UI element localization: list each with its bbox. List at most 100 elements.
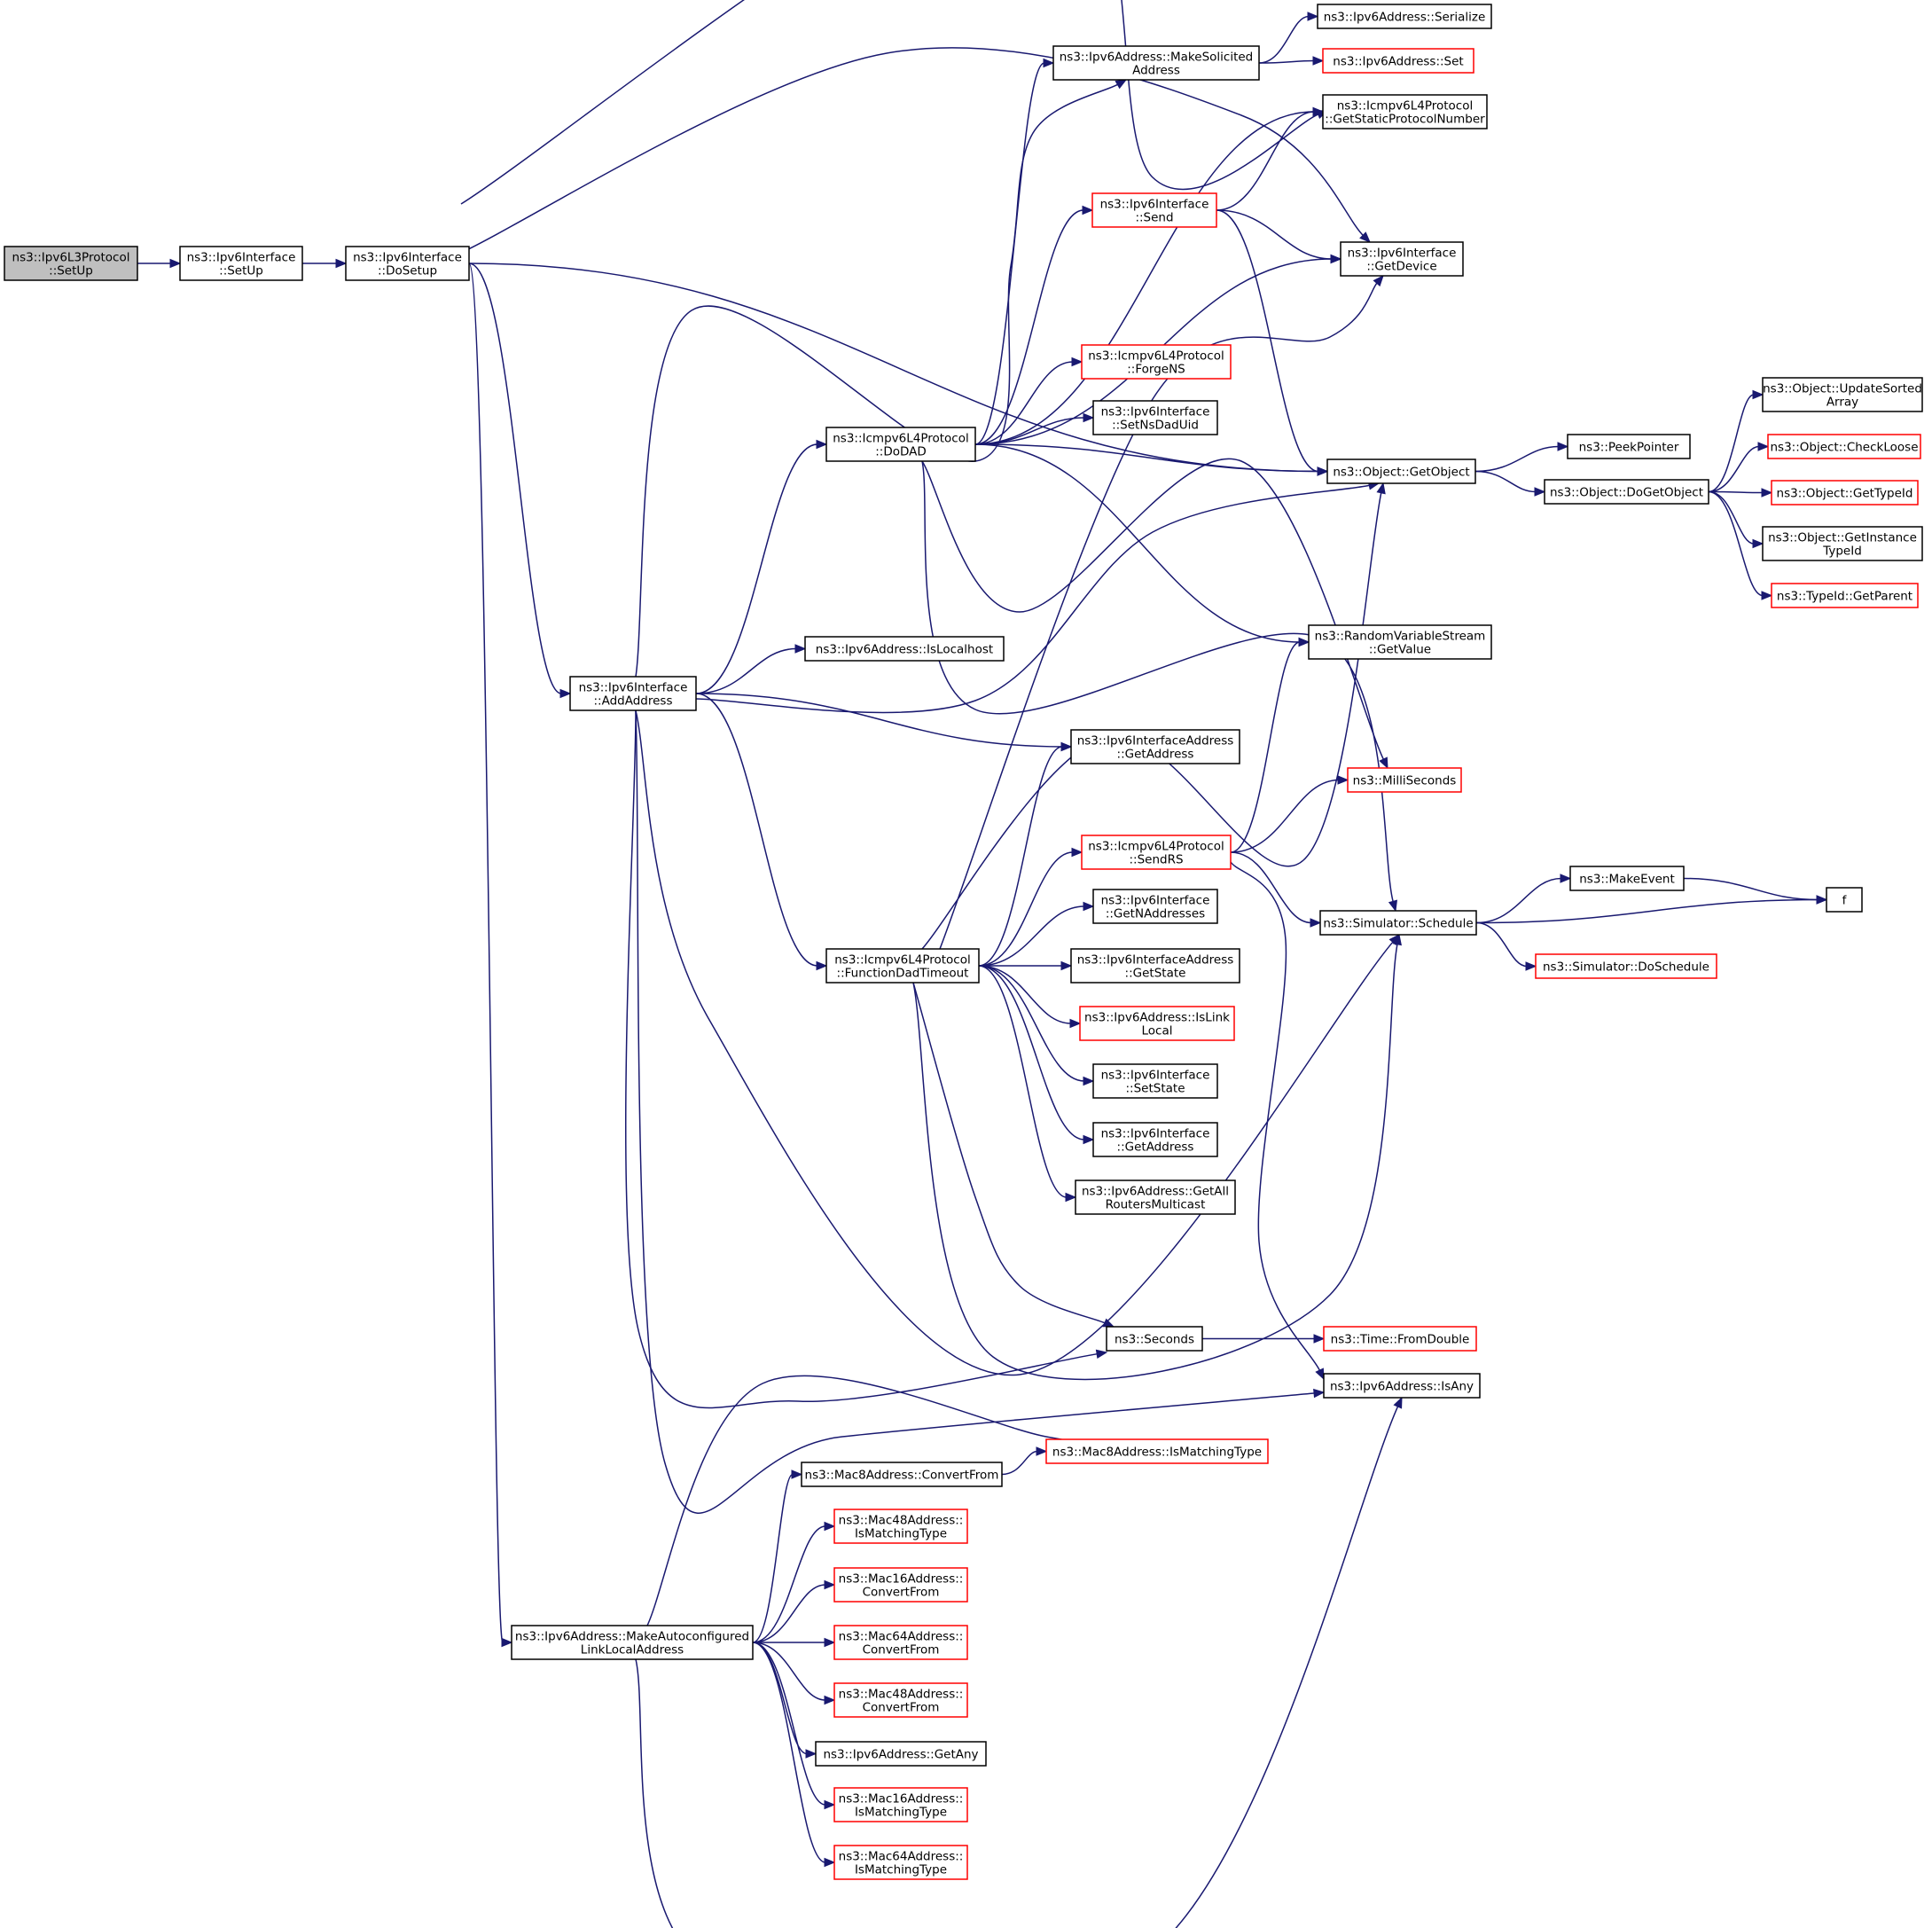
node-mac48matching[interactable]: ns3::Mac48Address::IsMatchingType — [833, 1509, 968, 1544]
edge-dogetobject-to-checkloose — [1708, 442, 1770, 493]
node-seconds[interactable]: ns3::Seconds — [1106, 1326, 1203, 1352]
node-label: ns3::MilliSeconds — [1353, 774, 1457, 788]
edge-line — [1474, 445, 1560, 473]
node-mac16convert[interactable]: ns3::Mac16Address::ConvertFrom — [833, 1567, 968, 1603]
node-box — [833, 1845, 968, 1880]
node-box — [1308, 624, 1492, 660]
node-label: ns3::Object::GetInstance — [1768, 531, 1917, 545]
node-isany[interactable]: ns3::Ipv6Address::IsAny — [1323, 1373, 1481, 1399]
node-label: ns3::Ipv6Interface — [187, 251, 296, 265]
arrowhead — [1534, 487, 1546, 497]
node-box — [1326, 458, 1476, 484]
arrowhead — [824, 1637, 836, 1648]
node-mac64convert[interactable]: ns3::Mac64Address::ConvertFrom — [833, 1625, 968, 1660]
edge-dosetup-to-getdevice — [460, 47, 1371, 254]
node-label: ns3::Ipv6L3Protocol — [12, 251, 130, 265]
edge-schedule-to-makeevent — [1475, 874, 1572, 924]
node-setstate[interactable]: ns3::Ipv6Interface::SetState — [1092, 1063, 1218, 1099]
node-forgens[interactable]: ns3::Icmpv6L4Protocol::ForgeNS — [1081, 344, 1232, 380]
node-ifsend[interactable]: ns3::Ipv6Interface::Send — [1091, 192, 1217, 228]
node-dosetup[interactable]: ns3::Ipv6Interface::DoSetup — [345, 246, 470, 281]
edge-line — [1474, 470, 1537, 493]
edge-fdadtimeout-to-ifgetaddress — [978, 965, 1095, 1145]
node-getany[interactable]: ns3::Ipv6Address::GetAny — [815, 1741, 987, 1767]
node-getnaddresses[interactable]: ns3::Ipv6Interface::GetNAddresses — [1092, 889, 1218, 924]
node-getstaticproto[interactable]: ns3::Icmpv6L4Protocol::GetStaticProtocol… — [1322, 94, 1488, 129]
node-ifgetaddress[interactable]: ns3::Ipv6Interface::GetAddress — [1092, 1122, 1218, 1157]
node-setup_l3[interactable]: ns3::Ipv6L3Protocol::SetUp — [4, 246, 138, 281]
node-fromdouble[interactable]: ns3::Time::FromDouble — [1323, 1326, 1477, 1352]
node-dogetobject[interactable]: ns3::Object::DoGetObject — [1544, 479, 1709, 505]
node-box — [1535, 953, 1717, 979]
node-label: ::SetNsDadUid — [1112, 419, 1199, 433]
edge-line — [1708, 490, 1764, 494]
arrowhead — [1069, 1018, 1082, 1029]
edge-dodad-to-randgetvalue — [974, 443, 1310, 647]
node-getparent[interactable]: ns3::TypeId::GetParent — [1771, 583, 1919, 608]
node-addaddress[interactable]: ns3::Ipv6Interface::AddAddress — [569, 676, 697, 711]
node-label: ns3::TypeId::GetParent — [1777, 590, 1912, 604]
node-mac48convert[interactable]: ns3::Mac48Address::ConvertFrom — [833, 1682, 968, 1718]
arrowhead — [816, 960, 828, 971]
node-fdadtimeout[interactable]: ns3::Icmpv6L4Protocol::FunctionDadTimeou… — [825, 948, 980, 984]
node-setnsdaduid[interactable]: ns3::Ipv6Interface::SetNsDadUid — [1092, 400, 1218, 435]
edge-dogetobject-to-updatesorted — [1708, 389, 1764, 493]
edge-getobject-to-peekpointer — [1474, 442, 1569, 473]
node-peekpointer[interactable]: ns3::PeekPointer — [1567, 434, 1691, 459]
node-makeevent[interactable]: ns3::MakeEvent — [1569, 866, 1685, 891]
node-box — [1092, 400, 1218, 435]
edge-line — [974, 443, 1301, 643]
edge-line — [468, 263, 1319, 473]
arrowhead — [1752, 389, 1764, 400]
node-ifaddrstate[interactable]: ns3::Ipv6InterfaceAddress::GetState — [1070, 948, 1240, 984]
node-sendrs[interactable]: ns3::Icmpv6L4Protocol::SendRS — [1081, 835, 1232, 870]
node-makeautolink[interactable]: ns3::Ipv6Address::MakeAutoconfiguredLink… — [511, 1625, 754, 1660]
arrowhead — [1393, 1396, 1403, 1409]
node-checkloose[interactable]: ns3::Object::CheckLoose — [1767, 434, 1921, 459]
edge-fdadtimeout-to-schedule — [912, 933, 1402, 1381]
node-mac64matching[interactable]: ns3::Mac64Address::IsMatchingType — [833, 1845, 968, 1880]
edge-line — [978, 851, 1074, 967]
node-gettypeid[interactable]: ns3::Object::GetTypeId — [1771, 480, 1919, 506]
node-label: ns3::Mac48Address:: — [839, 1514, 964, 1528]
node-getobject[interactable]: ns3::Object::GetObject — [1326, 458, 1476, 484]
node-label: ns3::Mac8Address::ConvertFrom — [805, 1469, 999, 1483]
nodes-layer: ns3::Ipv6L3Protocol::SetUpns3::Ipv6Inter… — [4, 4, 1923, 1880]
edge-line — [635, 709, 1316, 1514]
node-serialize[interactable]: ns3::Ipv6Address::Serialize — [1317, 4, 1492, 29]
node-f[interactable]: f — [1826, 887, 1863, 913]
node-doschedule[interactable]: ns3::Simulator::DoSchedule — [1535, 953, 1717, 979]
node-milliseconds[interactable]: ns3::MilliSeconds — [1347, 767, 1462, 793]
node-mac8matching[interactable]: ns3::Mac8Address::IsMatchingType — [1045, 1438, 1269, 1464]
node-box — [569, 676, 697, 711]
node-box — [1762, 377, 1923, 412]
arrowhead — [1313, 1334, 1326, 1344]
node-box — [1092, 889, 1218, 924]
edge-makeautolink-to-mac16convert — [752, 1579, 836, 1643]
node-schedule[interactable]: ns3::Simulator::Schedule — [1319, 910, 1477, 936]
node-getdevice[interactable]: ns3::Ipv6Interface::GetDevice — [1340, 241, 1464, 277]
node-mac16matching[interactable]: ns3::Mac16Address::IsMatchingType — [833, 1787, 968, 1822]
node-setup_if[interactable]: ns3::Ipv6Interface::SetUp — [179, 246, 303, 281]
arrowhead — [1036, 1446, 1048, 1456]
arrowhead — [1359, 231, 1371, 243]
node-dodad[interactable]: ns3::Icmpv6L4Protocol::DoDAD — [825, 427, 976, 462]
edge-line — [978, 965, 1085, 1082]
edge-makeautolink-to-mac48convert — [752, 1642, 836, 1705]
node-islocalhost[interactable]: ns3::Ipv6Address::IsLocalhost — [804, 636, 1005, 662]
node-ifaddrget[interactable]: ns3::Ipv6InterfaceAddress::GetAddress — [1070, 729, 1240, 764]
arrowhead — [1312, 56, 1325, 66]
node-mac8convert[interactable]: ns3::Mac8Address::ConvertFrom — [801, 1462, 1003, 1487]
node-label: ns3::Ipv6Address::MakeSolicited — [1060, 51, 1254, 65]
node-addrset[interactable]: ns3::Ipv6Address::Set — [1322, 48, 1474, 74]
node-randgetvalue[interactable]: ns3::RandomVariableStream::GetValue — [1308, 624, 1492, 660]
node-label: ns3::Ipv6InterfaceAddress — [1077, 953, 1234, 968]
node-label: ns3::Mac16Address:: — [839, 1572, 964, 1587]
edge-dodad-to-ifsend — [974, 205, 1094, 445]
edge-line — [752, 1584, 826, 1643]
